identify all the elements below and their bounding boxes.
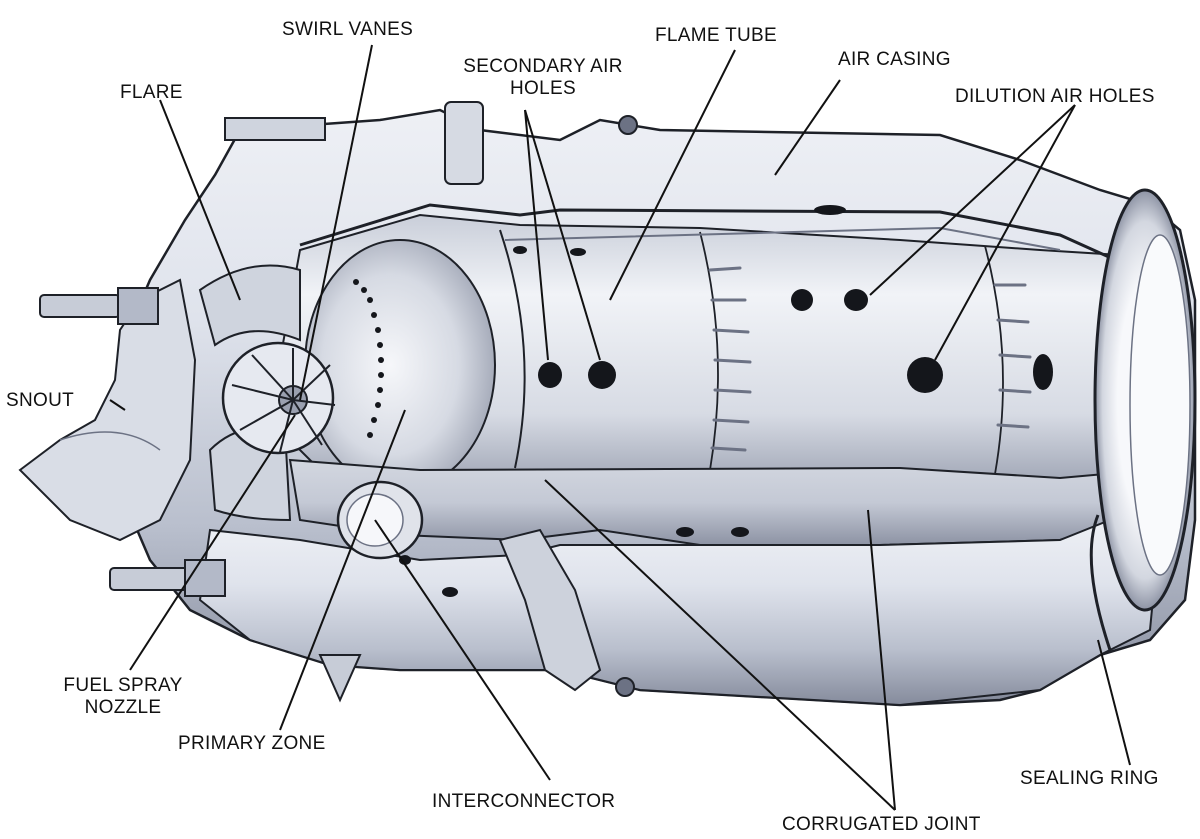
- casing-bolt-bottom-2: [615, 677, 635, 697]
- label-fuel-spray-nozzle: FUEL SPRAY NOZZLE: [48, 675, 198, 719]
- leader-lines: [109, 44, 1131, 811]
- leader-dilution-2: [934, 104, 1076, 361]
- tube-seam-1: [499, 229, 526, 469]
- label-sealing-ring: SEALING RING: [1020, 768, 1159, 789]
- leader-flare: [159, 99, 241, 301]
- label-fuel-spray-nozzle-line1: FUEL SPRAY: [63, 675, 183, 696]
- leader-interconnector: [374, 519, 551, 781]
- label-secondary-air-holes-line1: SECONDARY AIR: [463, 56, 623, 77]
- upper-casing-cut-edge: [299, 203, 1121, 264]
- label-dilution-air-holes: DILUTION AIR HOLES: [955, 86, 1155, 107]
- dilution-air-hole-2: [844, 289, 868, 311]
- fuel-nozzle-lower-bolt: [109, 559, 226, 597]
- lower-mount-lug: [318, 654, 362, 703]
- leader-primary-zone: [279, 409, 406, 731]
- leader-snout: [109, 399, 126, 411]
- label-primary-zone: PRIMARY ZONE: [178, 733, 326, 754]
- leader-sealing-ring: [1097, 639, 1131, 766]
- casing-bolt-top: [618, 115, 638, 135]
- label-fuel-spray-nozzle-line2: NOZZLE: [84, 697, 162, 718]
- dilution-air-hole-3: [907, 357, 943, 393]
- leader-flame-tube: [609, 49, 736, 301]
- label-interconnector: INTERCONNECTOR: [432, 791, 616, 812]
- tube-seam-3: [984, 245, 1004, 475]
- label-secondary-air-holes: SECONDARY AIR HOLES: [448, 56, 638, 100]
- corrugated-cooling-slots: [708, 266, 1032, 452]
- casing-top-boss: [444, 101, 484, 185]
- sealing-ring-lip: [1089, 514, 1112, 651]
- leader-secondary-1: [524, 109, 549, 361]
- label-snout: SNOUT: [6, 390, 74, 411]
- label-air-casing: AIR CASING: [838, 49, 951, 70]
- label-secondary-air-holes-line2: HOLES: [510, 78, 576, 99]
- leader-swirl-vanes: [299, 44, 373, 401]
- leader-air-casing: [774, 79, 841, 176]
- flare-upper: [198, 264, 301, 347]
- casing-flange-1: [224, 117, 326, 141]
- label-flare: FLARE: [120, 82, 183, 103]
- exit-opening: [1129, 234, 1191, 576]
- secondary-air-hole-1: [538, 362, 562, 388]
- leader-secondary-2: [524, 109, 601, 361]
- snout-fairing: [18, 278, 197, 542]
- lower-clamp-band: [498, 528, 602, 692]
- leader-corrugated-2: [867, 509, 896, 811]
- dilution-air-hole-4: [1033, 354, 1053, 390]
- swirl-vane-blades: [231, 348, 336, 453]
- label-corrugated-joint: CORRUGATED JOINT: [782, 814, 981, 835]
- fuel-nozzle-upper-bolt: [39, 287, 159, 325]
- dilution-air-hole-1: [791, 289, 813, 311]
- primary-zone-dome: [304, 239, 496, 491]
- leader-corrugated-1: [544, 479, 896, 811]
- label-swirl-vanes: SWIRL VANES: [282, 19, 414, 40]
- snout-inner-line: [59, 431, 161, 451]
- primary-zone-hole-ring: [353, 279, 384, 438]
- upper-casing-inner-edge: [504, 226, 1061, 251]
- tube-seam-2: [699, 231, 719, 471]
- leader-dilution-1: [869, 104, 1076, 296]
- label-flame-tube: FLAME TUBE: [655, 25, 777, 46]
- leader-fuel-nozzle: [129, 414, 296, 671]
- lower-row-holes: [399, 205, 846, 597]
- secondary-air-hole-2: [588, 361, 616, 389]
